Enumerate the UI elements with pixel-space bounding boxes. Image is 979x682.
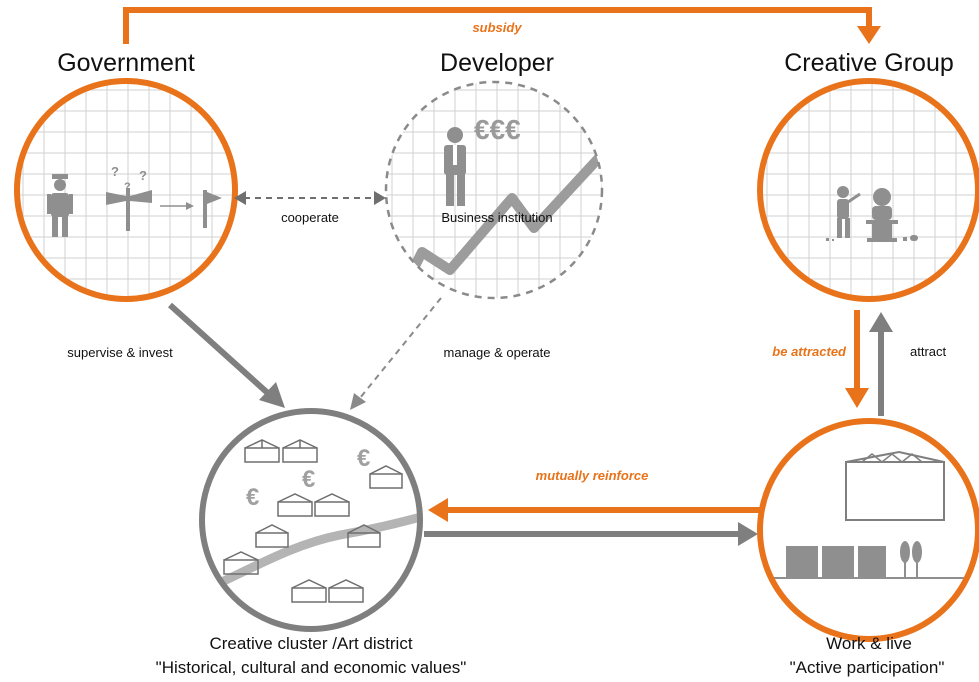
cluster-euro-symbol-1: € — [357, 445, 370, 472]
svg-text:?: ? — [111, 164, 119, 179]
cluster-caption-line2: "Historical, cultural and economic value… — [156, 658, 467, 677]
cluster-euro-symbol-2: € — [302, 466, 315, 493]
mutually-reinforce-gray-arrow — [424, 522, 758, 546]
attract-label: attract — [910, 344, 947, 359]
government-circle: ? ? ? — [14, 78, 238, 302]
subsidy-arrow — [123, 7, 881, 44]
business-institution-label: Business institution — [441, 210, 552, 225]
mutually-reinforce-orange-arrow — [428, 498, 760, 522]
developer-euro-symbols: €€€ — [474, 114, 521, 145]
work-live-circle — [757, 418, 979, 642]
creative-group-grid — [760, 81, 978, 299]
cluster-caption-line1: Creative cluster /Art district — [209, 634, 412, 653]
sculptor-icon — [826, 186, 918, 242]
police-officer-and-signpost-icon: ? ? ? — [47, 164, 222, 237]
developer-title: Developer — [440, 49, 554, 77]
supervise-invest-arrow — [167, 302, 285, 408]
svg-text:?: ? — [124, 181, 131, 193]
cooperate-arrow — [234, 191, 386, 205]
work-live-caption-line1: Work & live — [826, 634, 912, 653]
subsidy-label: subsidy — [472, 20, 522, 35]
creative-cluster-circle: € € € — [199, 408, 423, 632]
government-title: Government — [57, 49, 195, 77]
district-buildings-icon — [202, 439, 420, 603]
svg-text:?: ? — [139, 168, 147, 183]
supervise-invest-label: supervise & invest — [67, 345, 173, 360]
be-attracted-label: be attracted — [772, 344, 847, 359]
developer-circle: €€€ Business institution — [384, 80, 604, 300]
warehouse-studio-icon — [770, 450, 970, 579]
mutually-reinforce-label: mutually reinforce — [536, 468, 649, 483]
be-attracted-arrow — [845, 310, 869, 408]
cooperate-label: cooperate — [281, 210, 339, 225]
creative-group-title: Creative Group — [784, 49, 954, 77]
work-live-caption-line2: "Active participation" — [790, 658, 945, 677]
manage-operate-arrow — [350, 297, 442, 410]
cluster-euro-symbol-3: € — [246, 484, 259, 511]
attract-arrow — [869, 312, 893, 416]
manage-operate-label: manage & operate — [444, 345, 551, 360]
creative-group-circle — [757, 78, 979, 302]
businessman-with-rising-graph-icon — [403, 127, 602, 283]
